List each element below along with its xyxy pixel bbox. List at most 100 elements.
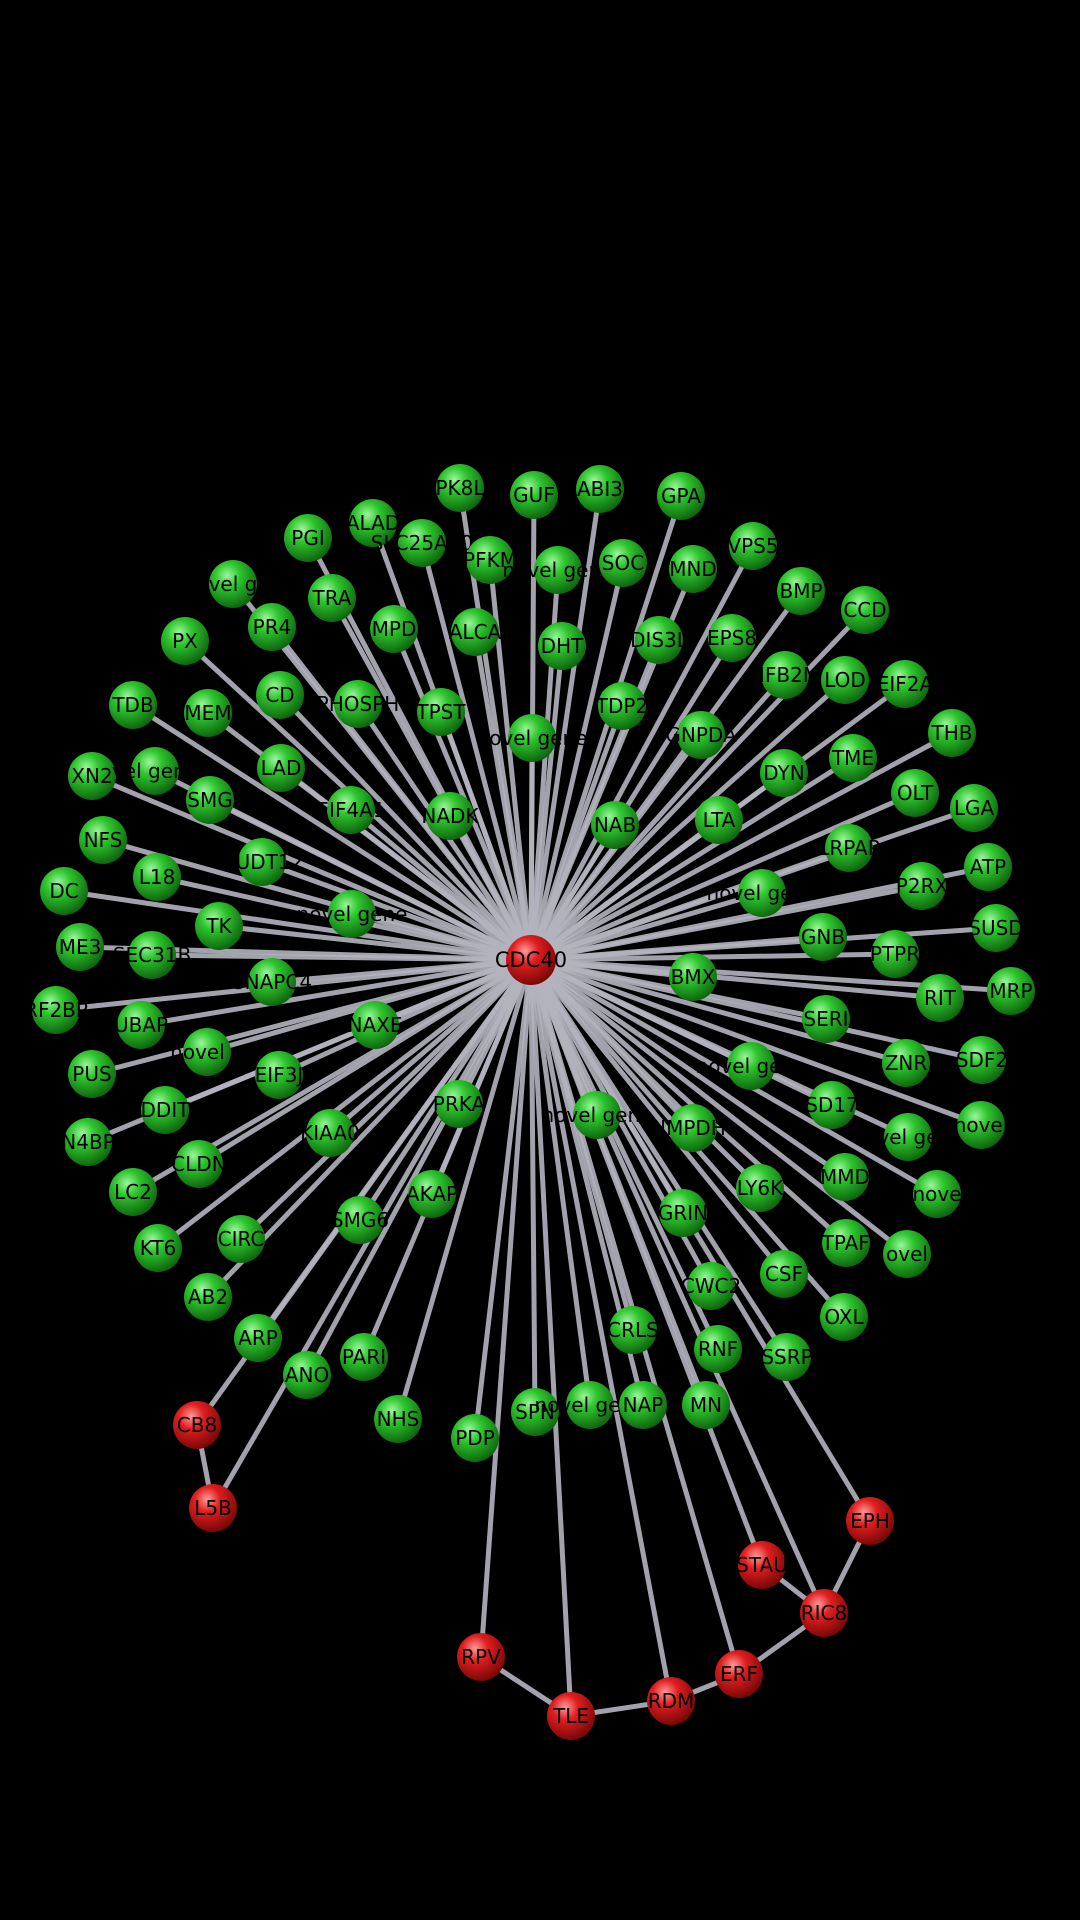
gene-node[interactable]: SERI xyxy=(802,995,850,1043)
gene-node[interactable]: MRP xyxy=(987,967,1035,1015)
gene-node[interactable]: TLE xyxy=(547,1692,595,1740)
gene-node[interactable]: MND xyxy=(669,545,717,593)
gene-node[interactable]: TDP2 xyxy=(595,682,648,730)
gene-node[interactable]: novel gene xyxy=(477,714,588,762)
gene-node[interactable]: CWC2 xyxy=(681,1262,741,1310)
gene-node[interactable]: LY6K xyxy=(736,1164,784,1212)
gene-node[interactable]: SUSD xyxy=(968,904,1024,952)
gene-node[interactable]: PX xyxy=(161,617,209,665)
gene-node[interactable]: NADK xyxy=(421,792,479,840)
gene-node[interactable]: CSF xyxy=(760,1250,808,1298)
gene-node[interactable]: SEC31B xyxy=(113,931,191,979)
gene-node[interactable]: KT6 xyxy=(134,1224,182,1272)
gene-node[interactable]: PARI xyxy=(340,1333,388,1381)
gene-node[interactable]: MEM xyxy=(184,689,232,737)
gene-node[interactable]: ALCA xyxy=(449,608,502,656)
gene-node[interactable]: GRIN xyxy=(658,1189,708,1237)
gene-node[interactable]: novel g xyxy=(170,1028,244,1076)
gene-node[interactable]: ATP xyxy=(964,843,1012,891)
gene-node[interactable]: novel gene xyxy=(696,1042,807,1090)
gene-node[interactable]: NAP xyxy=(619,1381,667,1429)
gene-node[interactable]: ATPAF1 xyxy=(809,1219,883,1267)
gene-node[interactable]: RDM xyxy=(647,1677,695,1725)
gene-node[interactable]: TDB xyxy=(109,681,157,729)
gene-node[interactable]: DC xyxy=(40,867,88,915)
gene-node[interactable]: OLT xyxy=(891,769,939,817)
gene-node[interactable]: P2RX xyxy=(896,862,949,910)
gene-node[interactable]: LTA xyxy=(695,796,743,844)
gene-node[interactable]: BMP xyxy=(777,567,825,615)
gene-node[interactable]: ANO xyxy=(283,1351,331,1399)
gene-node[interactable]: EIF2A xyxy=(877,660,934,708)
gene-node[interactable]: THB xyxy=(928,709,976,757)
gene-node[interactable]: EPS8 xyxy=(707,614,757,662)
gene-node[interactable]: DYN xyxy=(760,749,808,797)
gene-node[interactable]: ovel ge xyxy=(196,560,270,608)
gene-node[interactable]: NFS xyxy=(79,816,127,864)
gene-node[interactable]: EIF3J xyxy=(255,1051,304,1099)
gene-node[interactable]: NUDT12 xyxy=(221,838,304,886)
gene-node[interactable]: MPD xyxy=(370,605,418,653)
gene-node[interactable]: STAU xyxy=(736,1541,788,1589)
gene-node[interactable]: RF2BP xyxy=(24,986,88,1034)
gene-node[interactable]: XN2 xyxy=(68,752,116,800)
gene-node[interactable]: KIAA0 xyxy=(300,1109,360,1157)
gene-node[interactable]: LAD xyxy=(257,744,305,792)
gene-node[interactable]: SMG6 xyxy=(331,1196,389,1244)
gene-node[interactable]: OXL xyxy=(820,1293,868,1341)
gene-node[interactable]: ERF xyxy=(715,1650,763,1698)
gene-node[interactable]: L5B xyxy=(189,1484,237,1532)
gene-node[interactable]: NHS xyxy=(374,1395,422,1443)
gene-node[interactable]: L18 xyxy=(133,853,181,901)
gene-node[interactable]: TK xyxy=(195,902,243,950)
gene-node[interactable]: SOC xyxy=(599,539,647,587)
gene-node[interactable]: CB8 xyxy=(173,1401,221,1449)
gene-node[interactable]: UBAP xyxy=(114,1001,168,1049)
gene-node[interactable]: CLDN xyxy=(171,1140,227,1188)
gene-node[interactable]: SDF2 xyxy=(956,1036,1008,1084)
gene-node[interactable]: DDIT xyxy=(141,1086,191,1134)
gene-node[interactable]: LRPAP xyxy=(818,824,880,872)
gene-node[interactable]: RNF xyxy=(694,1325,742,1373)
gene-node[interactable]: MMD xyxy=(820,1153,870,1201)
gene-node[interactable]: EIF4A1 xyxy=(316,786,386,834)
gene-node[interactable]: AB2 xyxy=(184,1273,232,1321)
gene-node[interactable]: BMX xyxy=(669,953,717,1001)
gene-node[interactable]: DHT xyxy=(538,622,586,670)
gene-node[interactable]: PRKA xyxy=(433,1080,486,1128)
gene-node[interactable]: TME xyxy=(829,734,877,782)
gene-node[interactable]: CRLS xyxy=(607,1306,659,1354)
gene-node[interactable]: NAB xyxy=(591,801,639,849)
gene-node[interactable]: GNPDA xyxy=(665,711,737,759)
gene-node[interactable]: novel gene xyxy=(503,546,614,594)
gene-node[interactable]: ARP xyxy=(234,1314,282,1362)
gene-node[interactable]: IMPDH xyxy=(660,1104,726,1152)
gene-node[interactable]: TRA xyxy=(308,574,356,622)
gene-node[interactable]: RIC8 xyxy=(800,1589,848,1637)
gene-node[interactable]: GPA xyxy=(657,472,705,520)
gene-node[interactable]: RIT xyxy=(916,974,964,1022)
gene-node[interactable]: CD xyxy=(256,671,304,719)
gene-node[interactable]: CCD xyxy=(841,586,889,634)
gene-node[interactable]: CIRC xyxy=(217,1215,265,1263)
gene-node[interactable]: nove xyxy=(912,1170,962,1218)
gene-node[interactable]: NAXE xyxy=(348,1001,403,1049)
gene-node[interactable]: SMG xyxy=(186,776,234,824)
gene-node[interactable]: ME3 xyxy=(56,923,104,971)
gene-node[interactable]: SPN xyxy=(511,1388,559,1436)
gene-node[interactable]: ZNR xyxy=(882,1039,930,1087)
gene-node[interactable]: NFB2M xyxy=(750,651,820,699)
gene-node[interactable]: novel gene xyxy=(542,1091,653,1139)
gene-node[interactable]: SD17 xyxy=(805,1081,859,1129)
gene-node[interactable]: LOD xyxy=(821,656,869,704)
gene-node[interactable]: GUF xyxy=(510,471,558,519)
gene-node[interactable]: LGA xyxy=(950,784,998,832)
gene-node[interactable]: GNB xyxy=(799,913,847,961)
gene-node[interactable]: N4BP xyxy=(61,1118,115,1166)
gene-node[interactable]: DIS3L xyxy=(630,616,689,664)
gene-node[interactable]: VPS5 xyxy=(727,522,779,570)
gene-node[interactable]: vel gene xyxy=(112,747,198,795)
gene-node[interactable]: ALAD xyxy=(346,499,400,547)
gene-node[interactable]: PK8L xyxy=(435,464,485,512)
gene-node[interactable]: AKAP xyxy=(406,1170,458,1218)
